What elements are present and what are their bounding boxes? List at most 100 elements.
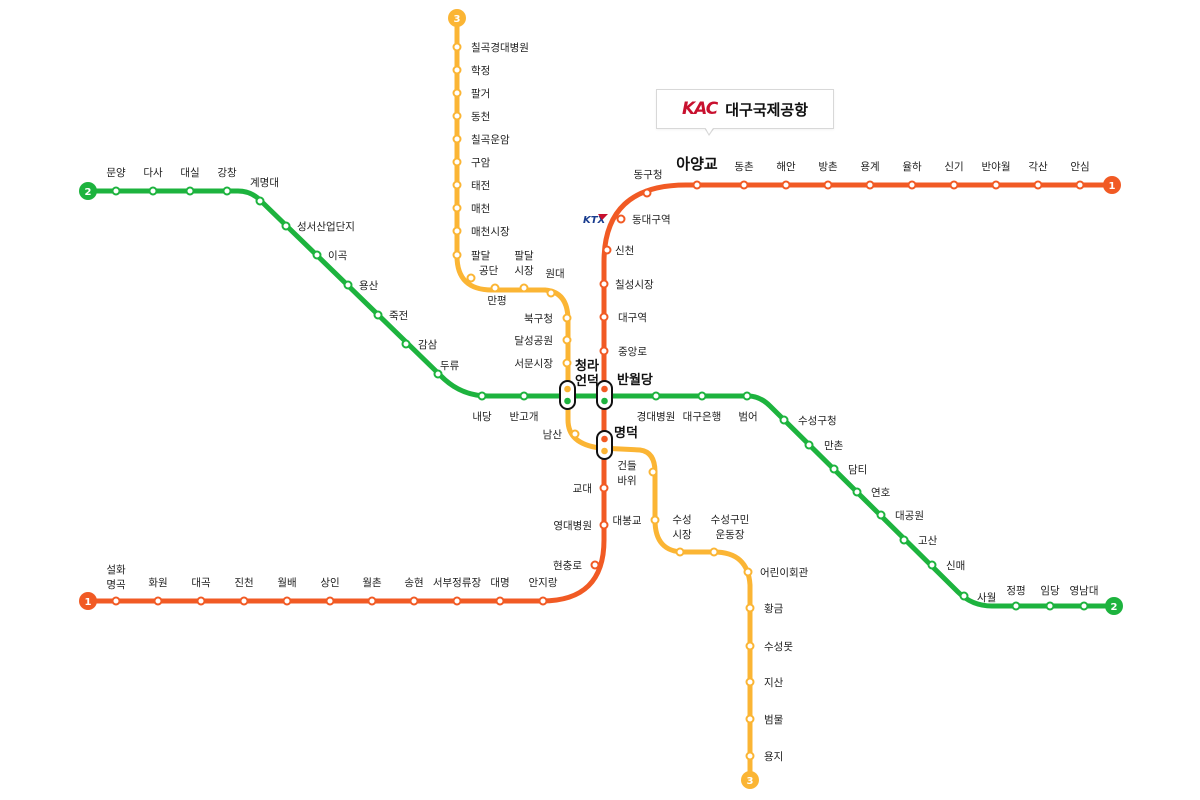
station-wolchon[interactable] [367, 596, 377, 606]
station-keimyung-univ[interactable] [255, 196, 265, 206]
station-dongcheon[interactable] [452, 111, 462, 121]
transfer-banwoldang[interactable] [596, 380, 613, 410]
station-igok[interactable] [312, 250, 322, 260]
station-maecheon[interactable] [452, 203, 462, 213]
station-yongji[interactable] [745, 751, 755, 761]
station-jungangno[interactable] [599, 346, 609, 356]
station-bangogae[interactable] [519, 391, 529, 401]
station-wondae[interactable] [546, 288, 556, 298]
station-donggu-office[interactable] [642, 188, 652, 198]
station-jukjeon[interactable] [373, 310, 383, 320]
label-jukjeon: 죽전 [389, 310, 408, 322]
station-suseong-gu-office[interactable] [779, 415, 789, 425]
station-maecheon-market[interactable] [452, 226, 462, 236]
station-daegongwon[interactable] [876, 510, 886, 520]
station-jisan[interactable] [745, 677, 755, 687]
station-kyungpook-hospital[interactable] [651, 391, 661, 401]
station-paldal-market[interactable] [519, 283, 529, 293]
station-palgeo[interactable] [452, 88, 462, 98]
station-yongsan[interactable] [343, 280, 353, 290]
station-hakjeong[interactable] [452, 65, 462, 75]
station-daegok[interactable] [196, 596, 206, 606]
station-gongdan[interactable] [466, 273, 476, 283]
station-seolhwa-myeonggok[interactable] [111, 596, 121, 606]
station-dongdaegu[interactable] [616, 214, 626, 224]
station-ansim[interactable] [1075, 180, 1085, 190]
station-paldal[interactable] [452, 250, 462, 260]
station-dongchon[interactable] [739, 180, 749, 190]
station-gamsam[interactable] [401, 339, 411, 349]
station-singi[interactable] [949, 180, 959, 190]
station-taejeon[interactable] [452, 180, 462, 190]
station-bangchon[interactable] [823, 180, 833, 190]
station-naedang[interactable] [477, 391, 487, 401]
station-bukgu-office[interactable] [562, 313, 572, 323]
station-manchon[interactable] [804, 440, 814, 450]
station-beommul[interactable] [745, 714, 755, 724]
station-yeungnam-hospital[interactable] [599, 520, 609, 530]
station-hyeonchungno[interactable] [590, 560, 600, 570]
station-suseong-stadium[interactable] [709, 547, 719, 557]
station-dasa[interactable] [148, 186, 158, 196]
station-imdang[interactable] [1045, 601, 1055, 611]
station-chilseong-market[interactable] [599, 279, 609, 289]
station-songhyeon[interactable] [409, 596, 419, 606]
station-munyang[interactable] [111, 186, 121, 196]
station-sawol[interactable] [959, 591, 969, 601]
line2-badge-west: 2 [79, 182, 97, 200]
station-sangin[interactable] [325, 596, 335, 606]
station-suseong-market[interactable] [675, 547, 685, 557]
transfer-cheongna-eondeok[interactable] [559, 380, 576, 410]
station-childrens-hall[interactable] [743, 567, 753, 577]
label-chilgok-knu-hospital: 칠곡경대병원 [471, 41, 529, 54]
station-daesil[interactable] [185, 186, 195, 196]
station-daebong-bridge[interactable] [650, 515, 660, 525]
station-seongseo-industrial[interactable] [281, 221, 291, 231]
airport-callout[interactable]: KAC 대구국제공항 [656, 89, 834, 129]
station-chilgok-unam[interactable] [452, 134, 462, 144]
station-anjirang[interactable] [538, 596, 548, 606]
label-yongsan: 용산 [359, 280, 379, 292]
line3-track [454, 15, 753, 783]
label-manchon: 만촌 [824, 440, 844, 452]
station-daegu-bank[interactable] [697, 391, 707, 401]
label-seobu-terminal: 서부정류장 [433, 577, 482, 589]
station-geondeul-bawi[interactable] [648, 467, 658, 477]
station-hwawon[interactable] [153, 596, 163, 606]
station-manpyeong[interactable] [490, 283, 500, 293]
station-ayanggyo[interactable] [692, 180, 702, 190]
station-yeonho[interactable] [852, 487, 862, 497]
station-dalseong-park[interactable] [562, 335, 572, 345]
station-banyawol[interactable] [991, 180, 1001, 190]
station-jincheon[interactable] [239, 596, 249, 606]
label-donggu-office: 동구청 [634, 169, 663, 181]
station-daemyeong[interactable] [495, 596, 505, 606]
line2-track [85, 188, 1117, 609]
transfer-myeongdeok[interactable] [596, 430, 613, 460]
station-hwanggeum[interactable] [745, 603, 755, 613]
station-sinmae[interactable] [927, 560, 937, 570]
station-beomeo[interactable] [742, 391, 752, 401]
station-yeungnam-univ[interactable] [1079, 601, 1089, 611]
station-suseongmot[interactable] [745, 641, 755, 651]
station-gyodae[interactable] [599, 483, 609, 493]
kac-logo-icon: KAC [681, 99, 718, 119]
station-gosan[interactable] [899, 535, 909, 545]
station-daegu-station[interactable] [599, 312, 609, 322]
station-guam[interactable] [452, 157, 462, 167]
station-namsan[interactable] [570, 429, 580, 439]
station-jeongpyeong[interactable] [1011, 601, 1021, 611]
label-suseong-market-1: 수성 [672, 514, 691, 526]
station-sincheon[interactable] [602, 245, 612, 255]
station-yonggye[interactable] [865, 180, 875, 190]
station-haean[interactable] [781, 180, 791, 190]
station-seobu-terminal[interactable] [452, 596, 462, 606]
station-seomun-market[interactable] [562, 358, 572, 368]
station-gangchang[interactable] [222, 186, 232, 196]
station-duryu[interactable] [433, 369, 443, 379]
station-gaksan[interactable] [1033, 180, 1043, 190]
station-yulha[interactable] [907, 180, 917, 190]
station-chilgok-knu-hospital[interactable] [452, 42, 462, 52]
station-damti[interactable] [829, 464, 839, 474]
station-wolbae[interactable] [282, 596, 292, 606]
